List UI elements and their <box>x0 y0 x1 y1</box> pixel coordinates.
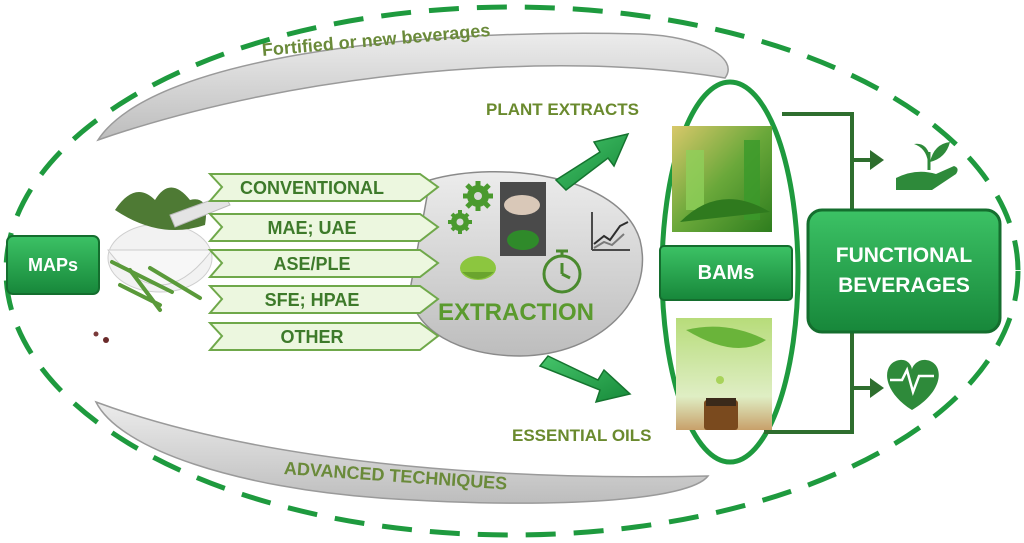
functional-beverages-line1: FUNCTIONAL <box>835 244 973 267</box>
functional-beverages-line2: BEVERAGES <box>838 274 970 297</box>
stopwatch-icon <box>542 249 582 294</box>
plant-extracts-label: PLANT EXTRACTS <box>486 100 639 119</box>
essential-oils-photo <box>676 318 772 430</box>
functional-beverages-label: FUNCTIONAL BEVERAGES <box>808 210 1000 332</box>
extraction-photo <box>500 182 546 256</box>
arrow-head-top <box>870 150 884 170</box>
arrow-head-bottom <box>870 378 884 398</box>
method-sfe-hpae: SFE; HPAE <box>264 289 360 310</box>
method-ase-ple: ASE/PLE <box>273 253 351 274</box>
connector-lines <box>764 112 872 434</box>
plant-extracts-photo <box>672 126 772 232</box>
leaf-bowl-icon <box>460 256 496 280</box>
top-band <box>96 32 729 142</box>
arrow-to-plant-extracts <box>554 132 630 191</box>
method-arrows <box>207 173 440 351</box>
method-other: OTHER <box>280 326 344 347</box>
heart-icon <box>887 359 939 410</box>
functional-beverages-box <box>806 208 1002 334</box>
gear-icon <box>448 181 493 234</box>
outer-dashed-ellipse <box>3 4 1021 538</box>
bams-box <box>659 245 793 301</box>
maps-label: MAPs <box>27 254 78 275</box>
extraction-circle <box>409 171 644 357</box>
extraction-label: EXTRACTION <box>438 299 594 326</box>
hand-plant-icon <box>896 142 958 190</box>
method-conventional: CONVENTIONAL <box>240 177 384 198</box>
arrow-to-essential-oils <box>538 355 632 404</box>
essential-oils-label: ESSENTIAL OILS <box>512 426 652 445</box>
chart-icon <box>591 212 630 251</box>
bottom-band <box>94 400 710 504</box>
method-mae-uae: MAE; UAE <box>267 217 357 238</box>
maps-box <box>6 235 100 295</box>
bams-label: BAMs <box>697 261 755 284</box>
herbs-mortar-image <box>93 187 231 343</box>
